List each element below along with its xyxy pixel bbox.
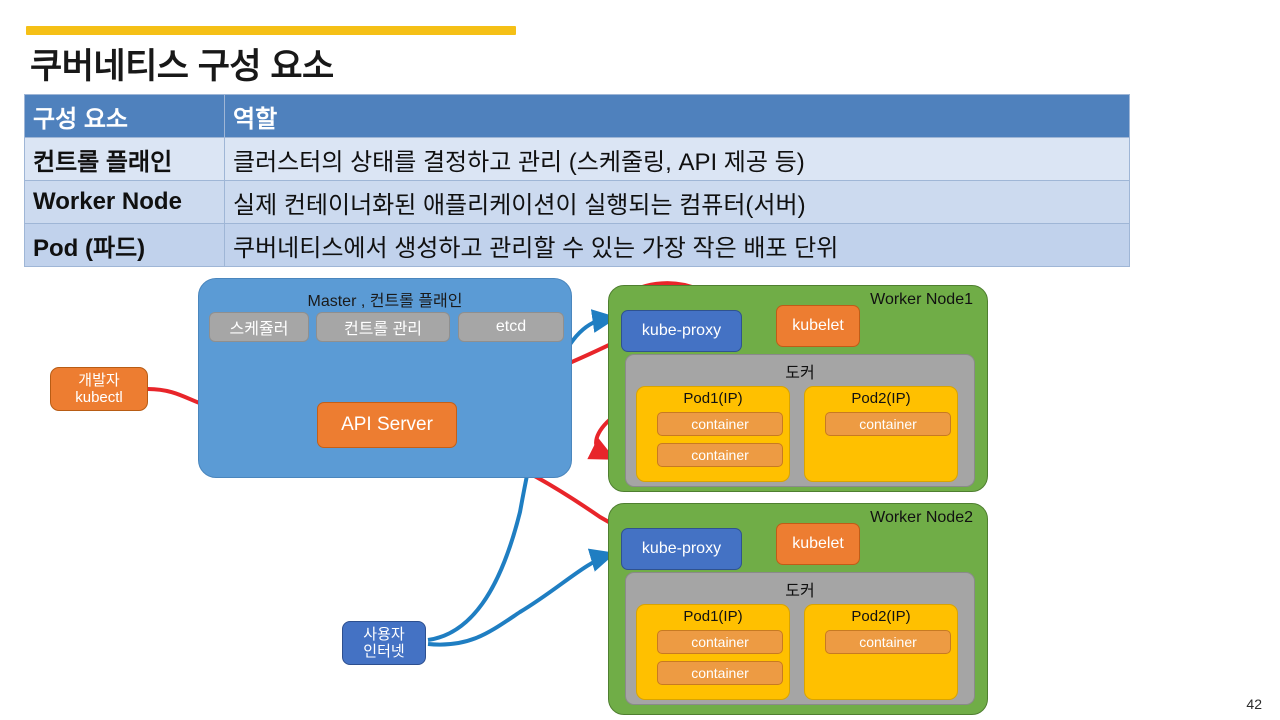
container-box[interactable]: container — [657, 443, 783, 467]
container-box[interactable]: container — [657, 412, 783, 436]
pod2-title-node1: Pod2(IP) — [851, 390, 911, 407]
worker-node-2-title: Worker Node2 — [870, 509, 973, 526]
docker-label-node1: 도커 — [785, 365, 815, 382]
kube-proxy-box-node2[interactable]: kube-proxy — [621, 528, 742, 570]
pod1-box-node1[interactable]: Pod1(IP) container container — [636, 386, 790, 482]
table-header-row: 구성 요소 역할 — [24, 94, 1130, 138]
pod1-title-node2: Pod1(IP) — [683, 608, 743, 625]
user-internet-box[interactable]: 사용자 인터넷 — [342, 621, 426, 665]
container-box[interactable]: container — [657, 661, 783, 685]
table-row: Pod (파드) 쿠버네티스에서 생성하고 관리할 수 있는 가장 작은 배포 … — [24, 223, 1130, 267]
architecture-diagram: 개발자 kubectl 사용자 인터넷 Master , 컨트롤 플래인 스케쥴… — [0, 262, 1280, 720]
developer-label-line2: kubectl — [75, 389, 123, 406]
scheduler-box[interactable]: 스케쥴러 — [209, 312, 309, 342]
container-box[interactable]: container — [657, 630, 783, 654]
developer-label-line1: 개발자 — [78, 372, 120, 389]
kubelet-box-node2[interactable]: kubelet — [776, 523, 860, 565]
api-server-box[interactable]: API Server — [317, 402, 457, 448]
container-box[interactable]: container — [825, 630, 951, 654]
table-cell-role: 쿠버네티스에서 생성하고 관리할 수 있는 가장 작은 배포 단위 — [224, 223, 1130, 267]
controller-manager-box[interactable]: 컨트롤 관리 — [316, 312, 450, 342]
page-title: 쿠버네티스 구성 요소 — [30, 47, 334, 86]
kubelet-box-node1[interactable]: kubelet — [776, 305, 860, 347]
table-cell-component: Worker Node — [24, 180, 225, 224]
table-row: Worker Node 실제 컨테이너화된 애플리케이션이 실행되는 컴퓨터(서… — [24, 180, 1130, 224]
docker-label-node2: 도커 — [785, 583, 815, 600]
table-cell-component: Pod (파드) — [24, 223, 225, 267]
user-label-line2: 인터넷 — [363, 643, 405, 660]
pod2-title-node2: Pod2(IP) — [851, 608, 911, 625]
table-cell-component: 컨트롤 플래인 — [24, 137, 225, 181]
docker-box-node2[interactable]: 도커 Pod1(IP) container container Pod2(IP)… — [625, 572, 975, 705]
master-control-plane-box[interactable]: Master , 컨트롤 플래인 스케쥴러 컨트롤 관리 etcd API Se… — [198, 278, 572, 478]
table-cell-role: 클러스터의 상태를 결정하고 관리 (스케줄링, API 제공 등) — [224, 137, 1130, 181]
pod2-box-node2[interactable]: Pod2(IP) container — [804, 604, 958, 700]
worker-node-1-title: Worker Node1 — [870, 291, 973, 308]
pod1-box-node2[interactable]: Pod1(IP) container container — [636, 604, 790, 700]
kube-proxy-box-node1[interactable]: kube-proxy — [621, 310, 742, 352]
docker-box-node1[interactable]: 도커 Pod1(IP) container container Pod2(IP)… — [625, 354, 975, 487]
table-cell-role: 실제 컨테이너화된 애플리케이션이 실행되는 컴퓨터(서버) — [224, 180, 1130, 224]
container-box[interactable]: container — [825, 412, 951, 436]
page-number: 42 — [1246, 696, 1262, 712]
user-label-line1: 사용자 — [363, 626, 405, 643]
pod1-title-node1: Pod1(IP) — [683, 390, 743, 407]
table-row: 컨트롤 플래인 클러스터의 상태를 결정하고 관리 (스케줄링, API 제공 … — [24, 137, 1130, 181]
developer-box[interactable]: 개발자 kubectl — [50, 367, 148, 411]
table-header-component: 구성 요소 — [24, 94, 225, 138]
title-accent-bar — [26, 26, 516, 35]
components-table: 구성 요소 역할 컨트롤 플래인 클러스터의 상태를 결정하고 관리 (스케줄링… — [24, 94, 1130, 267]
pod2-box-node1[interactable]: Pod2(IP) container — [804, 386, 958, 482]
master-title: Master , 컨트롤 플래인 — [307, 293, 463, 310]
etcd-box[interactable]: etcd — [458, 312, 564, 342]
table-header-role: 역할 — [224, 94, 1130, 138]
worker-node-2-box[interactable]: Worker Node2 kube-proxy kubelet 도커 Pod1(… — [608, 503, 988, 715]
worker-node-1-box[interactable]: Worker Node1 kube-proxy kubelet 도커 Pod1(… — [608, 285, 988, 492]
